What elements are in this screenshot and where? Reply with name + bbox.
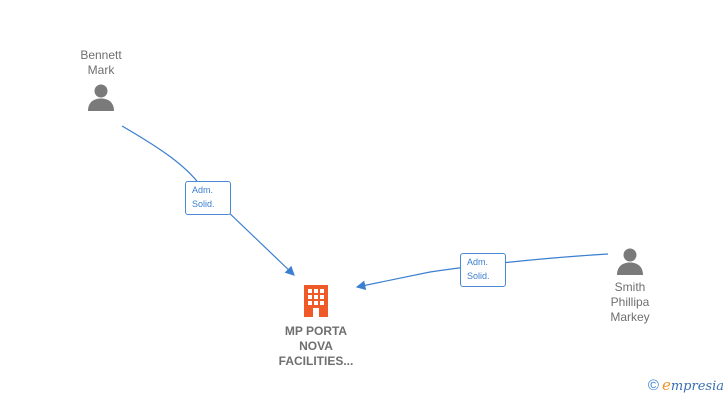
person-name-line: Smith	[614, 280, 646, 294]
relation-label-line: Adm.	[192, 185, 214, 195]
building-icon	[304, 285, 328, 317]
copyright-icon: ©	[647, 377, 659, 394]
person-icon	[617, 248, 643, 275]
empresia-logo: ©empresia	[648, 376, 724, 394]
company-name-line: FACILITIES...	[278, 354, 354, 368]
company-name-line: MP PORTA	[284, 324, 348, 338]
person-icon	[88, 84, 114, 111]
relation-label-bennett[interactable]: Adm. Solid.	[185, 181, 231, 215]
company-name-line: NOVA	[299, 339, 333, 353]
person-node-bennett[interactable]: Bennett Mark	[66, 48, 136, 112]
brand-initial: e	[661, 376, 671, 394]
person-name-line: Markey	[610, 310, 650, 324]
brand-name: mpresia	[670, 379, 724, 394]
company-node[interactable]: MP PORTA NOVA FACILITIES...	[260, 284, 372, 369]
relation-label-line: Solid.	[467, 271, 490, 281]
relation-label-smith[interactable]: Adm. Solid.	[460, 253, 506, 287]
person-name-line: Bennett	[80, 48, 122, 62]
relation-label-line: Adm.	[467, 257, 489, 267]
relation-label-line: Solid.	[192, 199, 215, 209]
person-name-line: Mark	[87, 63, 115, 77]
person-name-line: Phillipa	[610, 295, 650, 309]
person-node-smith[interactable]: Smith Phillipa Markey	[594, 246, 666, 325]
